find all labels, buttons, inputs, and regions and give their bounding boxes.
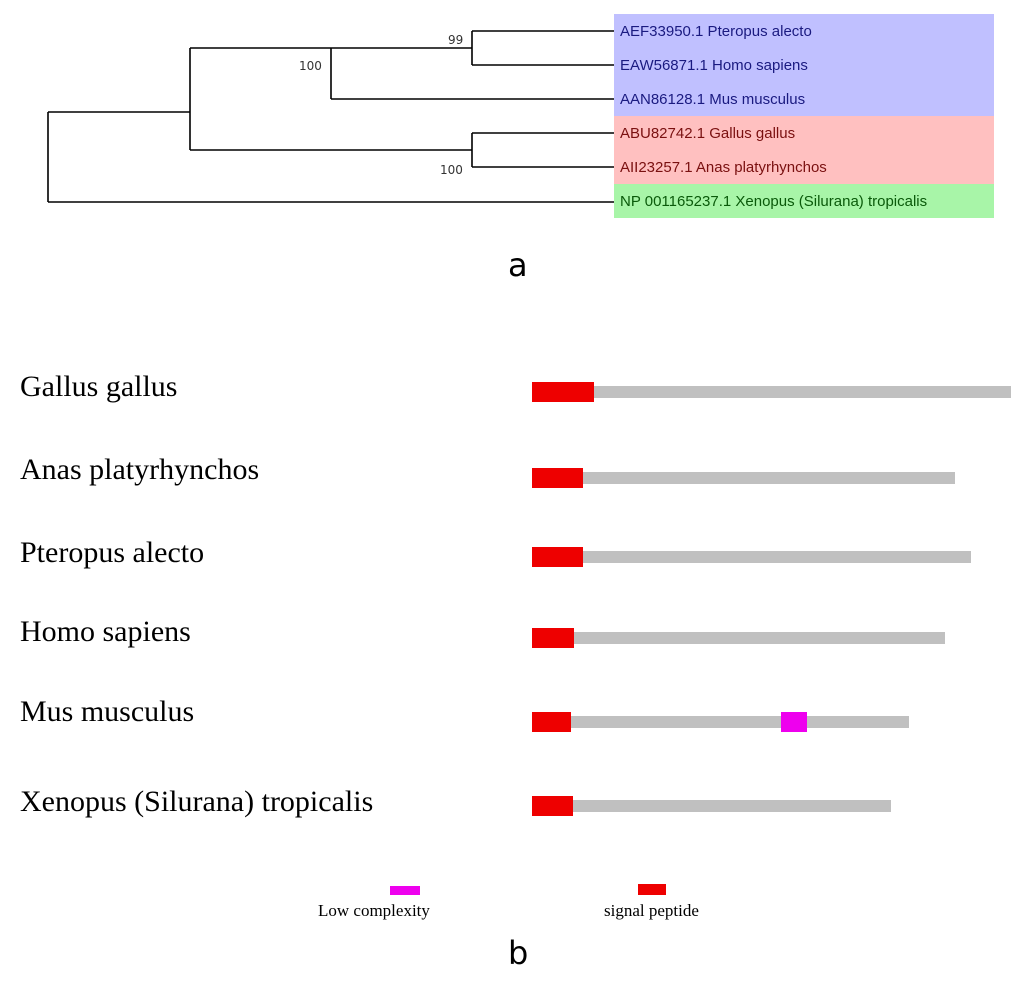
branch-root <box>47 111 614 203</box>
protein-track <box>532 800 891 812</box>
species-label: Gallus gallus <box>20 370 178 403</box>
protein-track <box>532 472 955 484</box>
protein-track <box>532 386 1011 398</box>
leaf-label: NP 001165237.1 Xenopus (Silurana) tropic… <box>620 193 927 210</box>
signal-peptide-domain <box>532 547 583 567</box>
branch-node-a <box>189 47 472 151</box>
panel-label-b: b <box>508 934 529 972</box>
legend-low-complexity-label: Low complexity <box>318 901 430 920</box>
leaf-background <box>614 150 994 184</box>
legend-low-complexity-swatch <box>390 886 420 895</box>
branch-mammals <box>330 47 614 100</box>
branch-pteropus-homo <box>471 30 614 66</box>
signal-peptide-domain <box>532 712 571 732</box>
leaf-background <box>614 82 994 116</box>
leaf-label: AAN86128.1 Mus musculus <box>620 91 805 108</box>
leaf-label: AEF33950.1 Pteropus alecto <box>620 23 812 40</box>
branch-birds <box>471 132 614 168</box>
signal-peptide-domain <box>532 468 583 488</box>
species-label: Pteropus alecto <box>20 536 205 569</box>
leaf-background <box>614 14 994 48</box>
legend-signal-peptide-swatch <box>638 884 666 895</box>
low-complexity-domain <box>781 712 807 732</box>
leaf-label: ABU82742.1 Gallus gallus <box>620 125 795 142</box>
signal-peptide-domain <box>532 382 594 402</box>
signal-peptide-domain <box>532 796 573 816</box>
species-label: Anas platyrhynchos <box>20 453 260 486</box>
species-label: Mus musculus <box>20 695 195 728</box>
leaf-background <box>614 116 994 150</box>
leaf-background <box>614 184 994 218</box>
bootstrap-value: 99 <box>448 33 463 47</box>
leaf-label: AII23257.1 Anas platyrhynchos <box>620 159 827 176</box>
panel-label-a: a <box>508 246 528 284</box>
signal-peptide-domain <box>532 628 574 648</box>
legend-signal-peptide-label: signal peptide <box>604 901 699 920</box>
bootstrap-value: 100 <box>440 163 463 177</box>
leaf-background <box>614 48 994 82</box>
species-label: Homo sapiens <box>20 615 191 648</box>
bootstrap-value: 100 <box>299 59 322 73</box>
protein-track <box>532 716 909 728</box>
species-label: Xenopus (Silurana) tropicalis <box>20 785 374 818</box>
protein-track <box>532 551 971 563</box>
protein-track <box>532 632 945 644</box>
leaf-label: EAW56871.1 Homo sapiens <box>620 57 808 74</box>
